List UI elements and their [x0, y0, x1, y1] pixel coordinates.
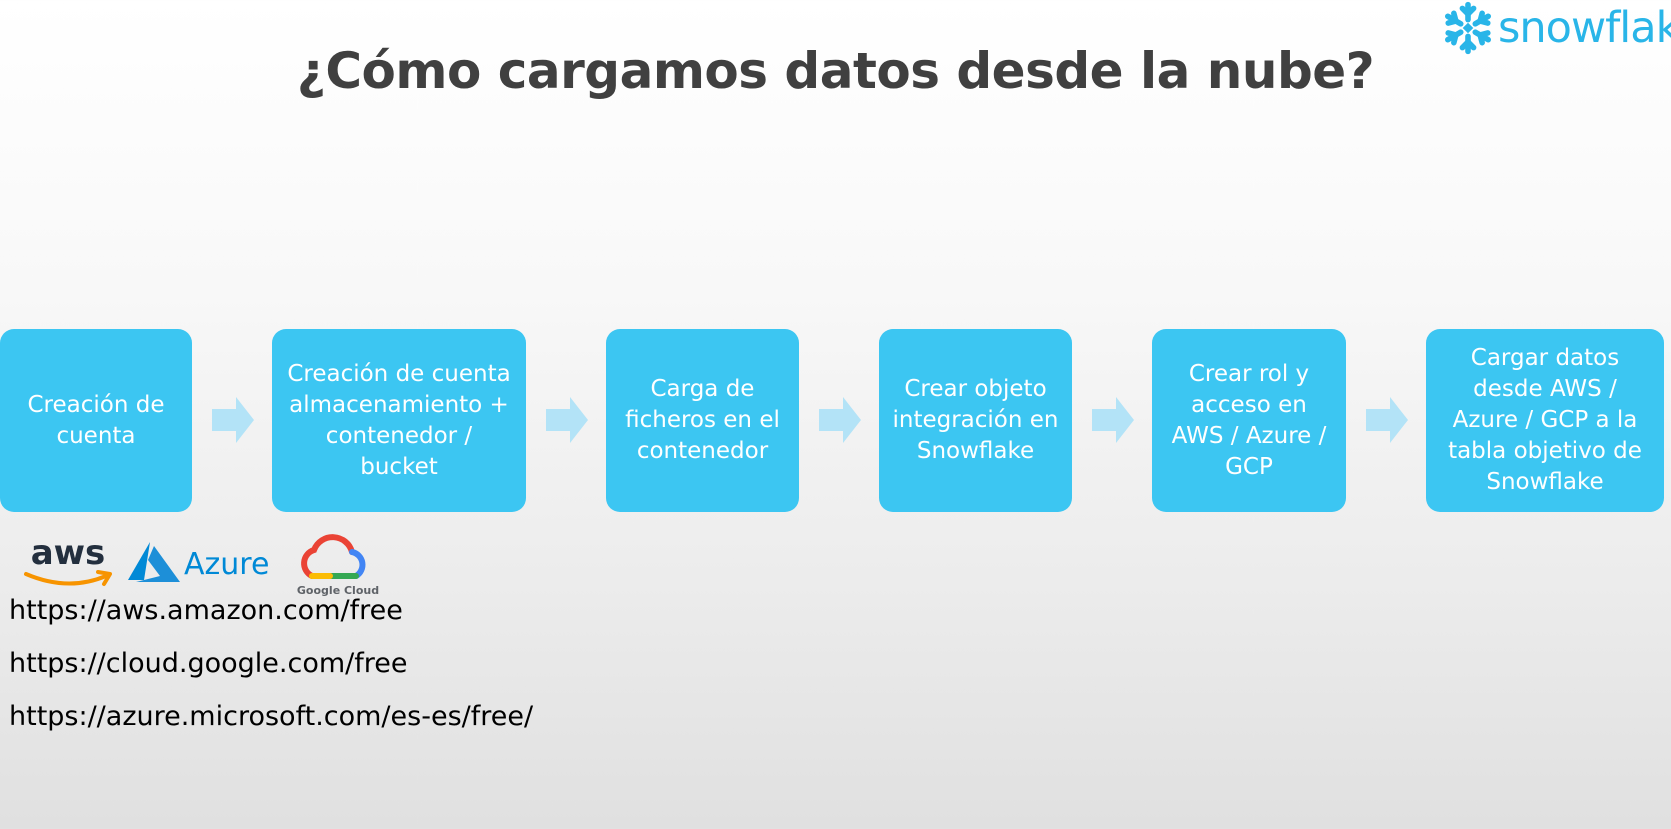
azure-logo-text: Azure	[184, 547, 269, 582]
link-aws-free[interactable]: https://aws.amazon.com/free	[9, 595, 403, 626]
flow-step-1: Creación de cuenta	[0, 329, 192, 512]
flow-step-label: Crear rol y acceso en AWS / Azure / GCP	[1171, 360, 1327, 480]
link-azure-free[interactable]: https://azure.microsoft.com/es-es/free/	[9, 701, 534, 732]
flow-step-label: Creación de cuenta almacenamiento + cont…	[287, 360, 511, 480]
flow-step-5: Crear rol y acceso en AWS / Azure / GCP	[1152, 329, 1346, 512]
page-title: ¿Cómo cargamos datos desde la nube?	[296, 42, 1375, 100]
link-google-cloud-free[interactable]: https://cloud.google.com/free	[9, 648, 408, 679]
aws-logo-text: aws	[31, 533, 106, 573]
google-cloud-logo-icon: Google Cloud	[297, 534, 379, 597]
flow-arrow-icon	[1092, 397, 1134, 443]
snowflake-logo-icon	[1440, 1, 1496, 56]
flow-arrow-icon	[212, 397, 254, 443]
flow-step-4: Crear objeto integración en Snowflake	[879, 329, 1072, 512]
azure-logo-icon: Azure	[128, 542, 269, 582]
flow-step-2: Creación de cuenta almacenamiento + cont…	[272, 329, 526, 512]
snowflake-logo: snowflake	[1440, 0, 1671, 56]
snowflake-wordmark: snowflake	[1498, 3, 1671, 53]
aws-logo-icon: aws	[24, 533, 112, 586]
flow-step-label: Crear objeto integración en Snowflake	[892, 376, 1059, 464]
flow-step-label: Creación de cuenta	[27, 391, 165, 449]
flow-step-label: Carga de ficheros en el contenedor	[625, 376, 780, 464]
flow-step-label: Cargar datos desde AWS / Azure / GCP a l…	[1448, 345, 1642, 495]
flow-arrow-icon	[1366, 397, 1408, 443]
flow-step-6: Cargar datos desde AWS / Azure / GCP a l…	[1426, 329, 1664, 512]
flow-arrow-icon	[546, 397, 588, 443]
flow-arrow-icon	[819, 397, 861, 443]
flow-step-3: Carga de ficheros en el contenedor	[606, 329, 799, 512]
google-cloud-logo-text: Google Cloud	[297, 584, 379, 597]
